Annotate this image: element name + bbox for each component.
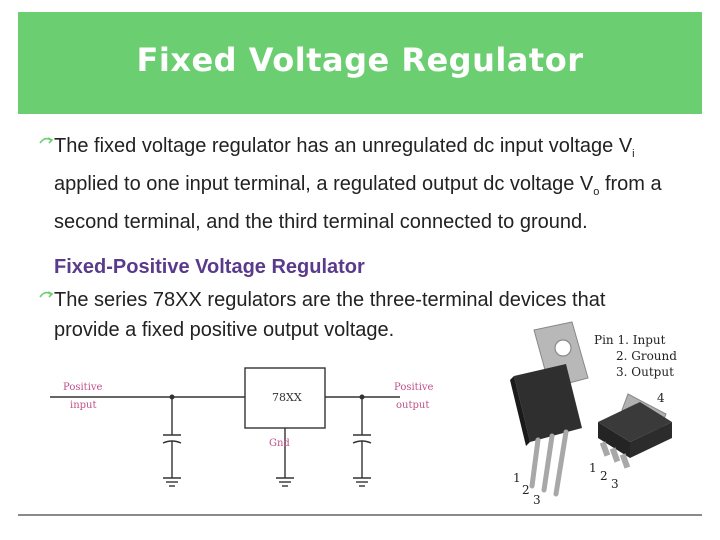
bullet-1: The fixed voltage regulator has an unreg… (38, 131, 694, 237)
to220-package (510, 321, 589, 497)
smd-pin-3: 3 (611, 477, 619, 491)
bullet-1-part-a: The fixed voltage regulator has an unreg… (54, 135, 633, 157)
subscript-o: o (593, 186, 600, 198)
dpak-package (598, 393, 672, 469)
output-label-line2: output (396, 400, 429, 411)
to220-pin-2: 2 (522, 483, 530, 497)
bullet-1-text: The fixed voltage regulator has an unreg… (54, 131, 694, 237)
gnd-label: Gnd (269, 438, 290, 449)
bullet-arrow-icon (39, 137, 54, 144)
smd-pin-1: 1 (589, 461, 597, 475)
ic-78xx-label: 78XX (272, 391, 302, 404)
bullet-1-part-c: from a second terminal, and the third te… (54, 173, 662, 233)
regulator-packages-image: 1 2 3 4 1 2 3 Pin 1. Input 2. Ground 3. … (510, 321, 677, 507)
to220-pin-3: 3 (533, 493, 541, 507)
smd-pin-2: 2 (600, 469, 608, 483)
pin-legend-3: 3. Output (616, 365, 674, 379)
slide-title: Fixed Voltage Regulator (136, 41, 584, 79)
output-label-line1: Positive (394, 382, 434, 393)
bullet-2-text: The series 78XX regulators are the three… (54, 289, 606, 341)
subheading: Fixed-Positive Voltage Regulator (54, 256, 365, 278)
to220-pin-1: 1 (513, 471, 521, 485)
pin-legend-1: Pin 1. Input (594, 333, 666, 347)
bullet-2: The series 78XX regulators are the three… (38, 285, 674, 345)
input-label-line1: Positive (63, 382, 103, 393)
pin-legend-2: 2. Ground (616, 349, 677, 363)
smd-pin-4: 4 (657, 391, 665, 405)
subscript-i: i (632, 148, 635, 160)
title-bar: Fixed Voltage Regulator (18, 12, 702, 114)
footer-divider (18, 514, 702, 516)
input-label-line2: input (70, 400, 97, 411)
bullet-1-part-b: applied to one input terminal, a regulat… (54, 173, 594, 195)
regulator-circuit-diagram: Positive input Positive output 78XX Gnd (50, 367, 434, 487)
bullet-arrow-icon (39, 291, 54, 298)
